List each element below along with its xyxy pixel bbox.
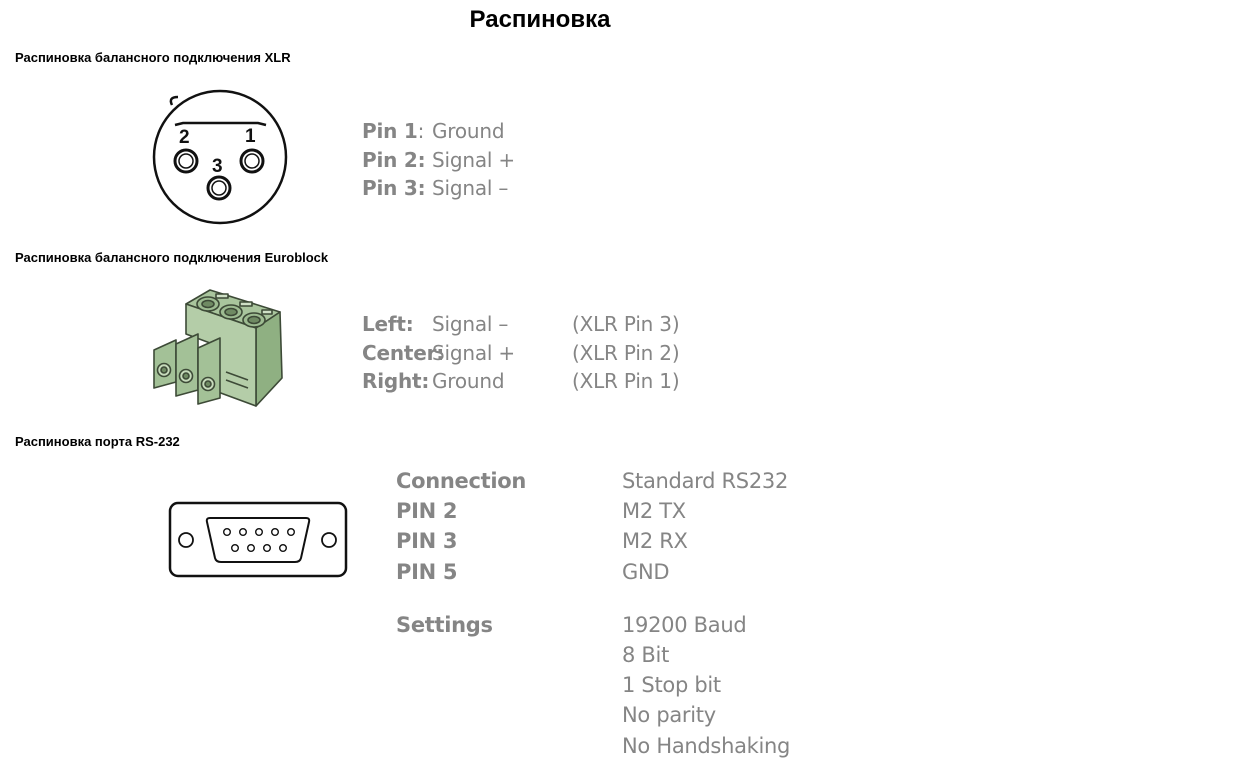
- euroblock-pin-row: Center: Signal + (XLR Pin 2): [362, 339, 680, 368]
- rs232-row-value: M2 TX: [622, 499, 686, 524]
- rs232-settings-value: 8 Bit: [622, 642, 670, 667]
- rs232-settings-value: No Handshaking: [622, 733, 791, 758]
- rs232-row-value: M2 RX: [622, 529, 688, 554]
- rs232-settings-row: No Handshaking: [396, 731, 790, 761]
- euroblock-connector-image: [153, 289, 283, 407]
- rs232-row: PIN 2 M2 TX: [396, 496, 790, 526]
- xlr-pin-number-2: 2: [179, 127, 190, 148]
- xlr-pin-number-1: 1: [245, 126, 256, 147]
- euroblock-pin-value: Signal +: [432, 340, 515, 365]
- rs232-row-value: Standard RS232: [622, 469, 789, 493]
- rs232-row: PIN 3 M2 RX: [396, 526, 790, 556]
- xlr-section-label: Распиновка балансного подключения XLR: [15, 50, 291, 65]
- xlr-pin-label: Pin 3:: [362, 176, 426, 200]
- xlr-pin-row: Pin 3: Signal –: [362, 174, 515, 203]
- rs232-row-value: GND: [622, 559, 670, 584]
- rs232-row: Connection Standard RS232: [396, 466, 790, 496]
- xlr-pin-row: Pin 1: Ground: [362, 117, 515, 146]
- xlr-pin-row: Pin 2: Signal +: [362, 146, 515, 175]
- rs232-settings-row: 1 Stop bit: [396, 670, 790, 700]
- xlr-pin-separator: :: [417, 119, 425, 143]
- xlr-pin-value: Ground: [432, 119, 505, 143]
- rs232-row-key: PIN 5: [396, 559, 458, 584]
- page-title: Распиновка: [469, 6, 611, 33]
- xlr-pin-value: Signal –: [432, 176, 509, 200]
- euroblock-pin-label: Right:: [362, 369, 430, 393]
- rs232-settings-value: 19200 Baud: [622, 612, 747, 637]
- euroblock-xlr-mapping: (XLR Pin 2): [572, 340, 680, 365]
- euroblock-section-label: Распиновка балансного подключения Eurobl…: [15, 250, 329, 265]
- euroblock-pin-label: Left:: [362, 312, 414, 336]
- rs232-row-key: PIN 3: [396, 529, 458, 554]
- euroblock-xlr-mapping: (XLR Pin 3): [572, 312, 680, 336]
- rs232-spacer: [396, 587, 790, 610]
- xlr-pin-value: Signal +: [432, 147, 515, 172]
- xlr-pin-number-3: 3: [212, 156, 223, 177]
- euroblock-pin-label: Center:: [362, 340, 445, 365]
- xlr-pin-label: Pin 2:: [362, 147, 426, 172]
- rs232-settings-key: Settings: [396, 612, 493, 637]
- rs232-row: PIN 5 GND: [396, 557, 790, 587]
- rs232-settings-row: Settings 19200 Baud: [396, 610, 790, 640]
- euroblock-pin-row: Right: Ground (XLR Pin 1): [362, 367, 680, 396]
- rs232-settings-value: 1 Stop bit: [622, 673, 721, 698]
- rs232-row-key: Connection: [396, 469, 527, 493]
- euroblock-pin-table: Left: Signal – (XLR Pin 3) Center: Signa…: [362, 310, 680, 396]
- rs232-section-label: Распиновка порта RS-232: [15, 434, 180, 449]
- euroblock-pin-value: Ground: [432, 369, 505, 393]
- xlr-connector-image: 2 1 3: [152, 89, 288, 225]
- rs232-settings-value: No parity: [622, 703, 716, 728]
- rs232-settings-row: 8 Bit: [396, 640, 790, 670]
- xlr-pin-label: Pin 1: [362, 119, 418, 143]
- rs232-row-key: PIN 2: [396, 499, 458, 524]
- euroblock-pin-value: Signal –: [432, 312, 509, 336]
- rs232-settings-row: No parity: [396, 700, 790, 730]
- xlr-pin-table: Pin 1: Ground Pin 2: Signal + Pin 3: Sig…: [362, 117, 515, 203]
- rs232-settings-table: Connection Standard RS232 PIN 2 M2 TX PI…: [396, 466, 790, 761]
- euroblock-pin-row: Left: Signal – (XLR Pin 3): [362, 310, 680, 339]
- euroblock-xlr-mapping: (XLR Pin 1): [572, 369, 680, 393]
- rs232-connector-image: [168, 501, 348, 578]
